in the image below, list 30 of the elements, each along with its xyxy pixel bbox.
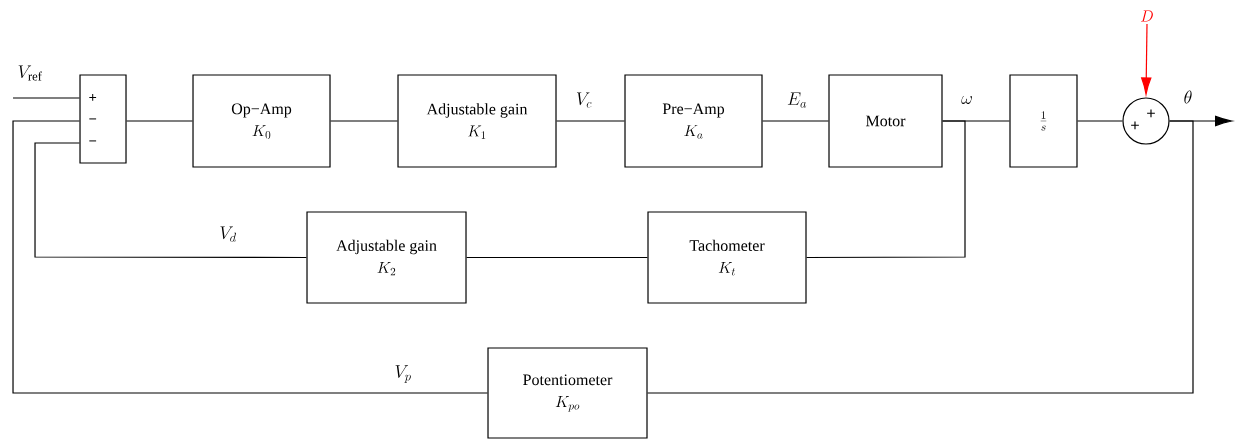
process-box: Adjustable gain $K_1$ <box>397 74 557 168</box>
process-box: Motor <box>828 74 943 168</box>
process-box: Op−Amp $K_0$ <box>192 74 331 168</box>
edge-label: $V_d$ <box>218 225 238 243</box>
process-box: Tachometer $K_t$ <box>647 211 807 304</box>
edge-label: $\omega$ <box>960 95 974 105</box>
edge-label: $V_p$ <box>393 364 413 384</box>
summing-junction: + + <box>1122 97 1170 145</box>
connector-line <box>806 120 966 259</box>
connector-line <box>647 120 1194 394</box>
connector-line <box>556 120 625 122</box>
connector-line <box>330 120 398 122</box>
edge-label: $V_{\mathrm{ref}}$ <box>16 64 44 82</box>
connector-line <box>12 97 80 99</box>
edge-label: $V_c$ <box>574 91 594 109</box>
process-box: $\frac{1}{s}$ <box>1009 74 1078 168</box>
connector-line <box>12 120 488 394</box>
connector-line <box>466 256 648 259</box>
connector-line <box>1077 120 1123 122</box>
edge-label: $E_a$ <box>786 91 808 109</box>
process-box: Adjustable gain $K_2$ <box>306 211 467 304</box>
arrow <box>1141 23 1152 95</box>
process-box: Potentiometer $K_{po}$ <box>487 347 648 439</box>
connector-line <box>126 120 193 122</box>
edge-label: $\theta$ <box>1182 89 1194 105</box>
summing-block: + − − <box>79 74 127 164</box>
connector-line <box>762 120 829 122</box>
connector-line <box>34 142 307 259</box>
process-box: Pre−Amp $K_a$ <box>624 74 763 168</box>
disturbance-label: $D$ <box>1141 10 1153 22</box>
